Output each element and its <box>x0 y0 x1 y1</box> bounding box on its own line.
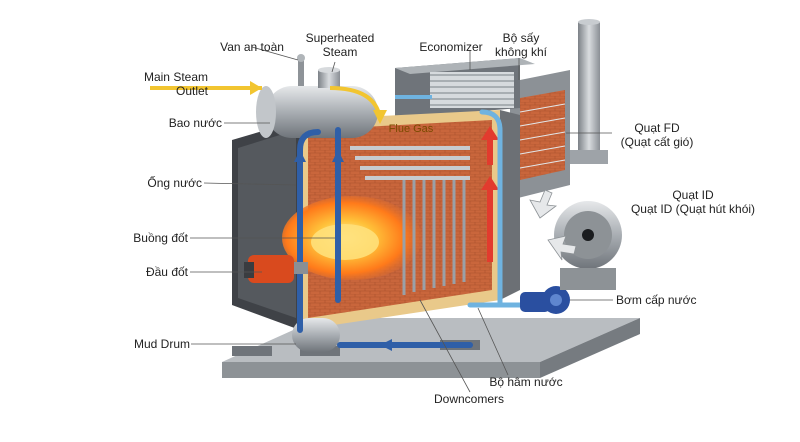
label-mud-drum: Mud Drum <box>133 337 190 351</box>
leader-lines <box>190 46 613 393</box>
stack <box>570 19 608 164</box>
economizer-box <box>395 58 535 118</box>
label-drum: Bao nước <box>168 116 222 130</box>
label-superheated-steam: Superheated Steam <box>305 31 375 59</box>
superheater-coils <box>350 146 470 180</box>
feed-pump <box>520 286 570 314</box>
label-downcomers: Downcomers <box>433 392 505 406</box>
label-id-fan: Quạt ID Quạt ID (Quạt hút khói) <box>630 188 756 216</box>
furnace-flame <box>282 196 422 280</box>
burner <box>244 255 308 283</box>
label-fd-fan: Quạt FD (Quạt cất gió) <box>620 121 694 149</box>
air-arrows <box>529 189 577 261</box>
label-economizer-lower: Bộ hâm nước <box>489 375 563 389</box>
label-main-steam-outlet: Main Steam Outlet <box>143 70 208 98</box>
flow-arrows <box>294 150 392 351</box>
label-economizer: Economizer <box>419 40 483 54</box>
air-heater-casing <box>510 70 570 200</box>
label-water-tubes: Ống nước <box>147 176 202 190</box>
label-feed-pump: Bơm cấp nước <box>616 293 697 307</box>
label-burner: Đầu đốt <box>145 265 188 279</box>
mud-drum <box>292 318 340 352</box>
steam-arrows <box>150 81 432 124</box>
label-flue-gas: Flue Gas <box>388 123 434 135</box>
steam-drum <box>256 54 378 138</box>
label-air-heater: Bộ sấy không khí <box>494 31 548 59</box>
label-safety-valve: Van an toàn <box>220 40 284 54</box>
tube-bank <box>402 176 466 295</box>
label-furnace: Buồng đốt <box>133 231 188 245</box>
flue-gas-arrows <box>481 126 499 262</box>
